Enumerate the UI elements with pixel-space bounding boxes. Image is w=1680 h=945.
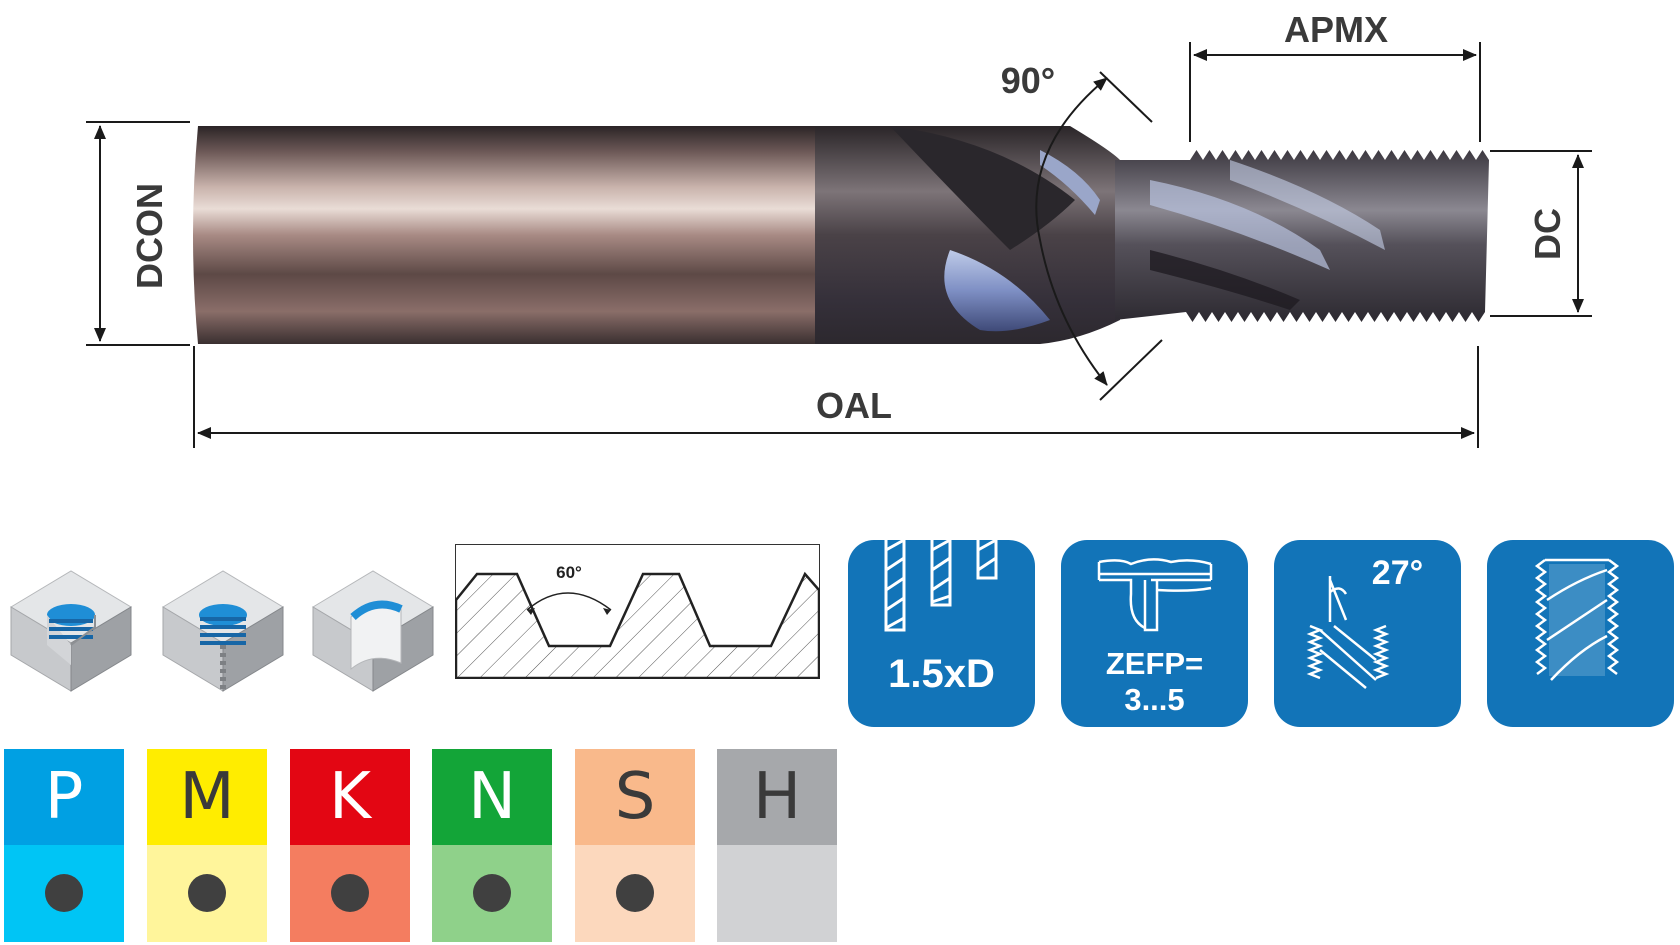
apmx-dimension: APMX bbox=[1189, 9, 1481, 142]
dc-label: DC bbox=[1527, 208, 1568, 260]
material-k-suitable-dot bbox=[331, 874, 369, 912]
thread-profile-diagram: 60° bbox=[455, 544, 820, 679]
feature-helix-angle: 27° bbox=[1274, 540, 1461, 727]
material-p-letter: P bbox=[4, 749, 124, 845]
material-s-letter: S bbox=[575, 749, 695, 845]
feature-thread-mill bbox=[1487, 540, 1674, 727]
material-m-suitable-dot bbox=[188, 874, 226, 912]
thread-mill-icon bbox=[1534, 558, 1620, 681]
flutes-label-line2: 3...5 bbox=[1124, 682, 1185, 717]
material-m: M bbox=[147, 749, 267, 942]
material-n-suitable-dot bbox=[473, 874, 511, 912]
drill-depth-icon bbox=[884, 540, 998, 632]
helix-angle-label: 27° bbox=[1371, 554, 1424, 592]
material-m-letter: M bbox=[147, 749, 267, 845]
thread-cutting-section bbox=[1115, 150, 1489, 322]
drill-depth-label: 1.5xD bbox=[888, 652, 995, 696]
material-s: S bbox=[575, 749, 695, 942]
feature-drill-depth: 1.5xD bbox=[848, 540, 1035, 727]
material-h: H bbox=[717, 749, 837, 942]
material-n: N bbox=[432, 749, 552, 942]
through-hole-thread-icon bbox=[162, 570, 284, 692]
blind-hole-thread-icon bbox=[10, 570, 132, 692]
dcon-dimension: DCON bbox=[86, 121, 190, 346]
helix-angle-icon bbox=[1306, 576, 1390, 689]
oal-label: OAL bbox=[816, 385, 892, 426]
tool-drawing: DCON OAL DC APMX 90° bbox=[86, 9, 1592, 448]
tool-head bbox=[815, 126, 1120, 344]
apmx-label: APMX bbox=[1284, 9, 1388, 50]
material-p-suitable-dot bbox=[45, 874, 83, 912]
material-h-letter: H bbox=[717, 749, 837, 845]
material-k-letter: K bbox=[290, 749, 410, 845]
tool-shank bbox=[193, 126, 820, 344]
flutes-label-line1: ZEFP= bbox=[1105, 646, 1204, 681]
oal-dimension: OAL bbox=[193, 346, 1479, 448]
dc-dimension: DC bbox=[1490, 150, 1592, 317]
chamfer-angle-label: 90° bbox=[1001, 60, 1055, 101]
chamfer-angle-dimension: 90° bbox=[1001, 60, 1163, 401]
material-s-suitable-dot bbox=[616, 874, 654, 912]
dcon-label: DCON bbox=[129, 183, 170, 289]
internal-groove-icon bbox=[312, 570, 434, 692]
material-k: K bbox=[290, 749, 410, 942]
thread-angle-label: 60° bbox=[556, 563, 582, 582]
material-p: P bbox=[4, 749, 124, 942]
flutes-icon bbox=[1097, 558, 1213, 632]
feature-flutes: ZEFP= 3...5 bbox=[1061, 540, 1248, 727]
material-n-letter: N bbox=[432, 749, 552, 845]
